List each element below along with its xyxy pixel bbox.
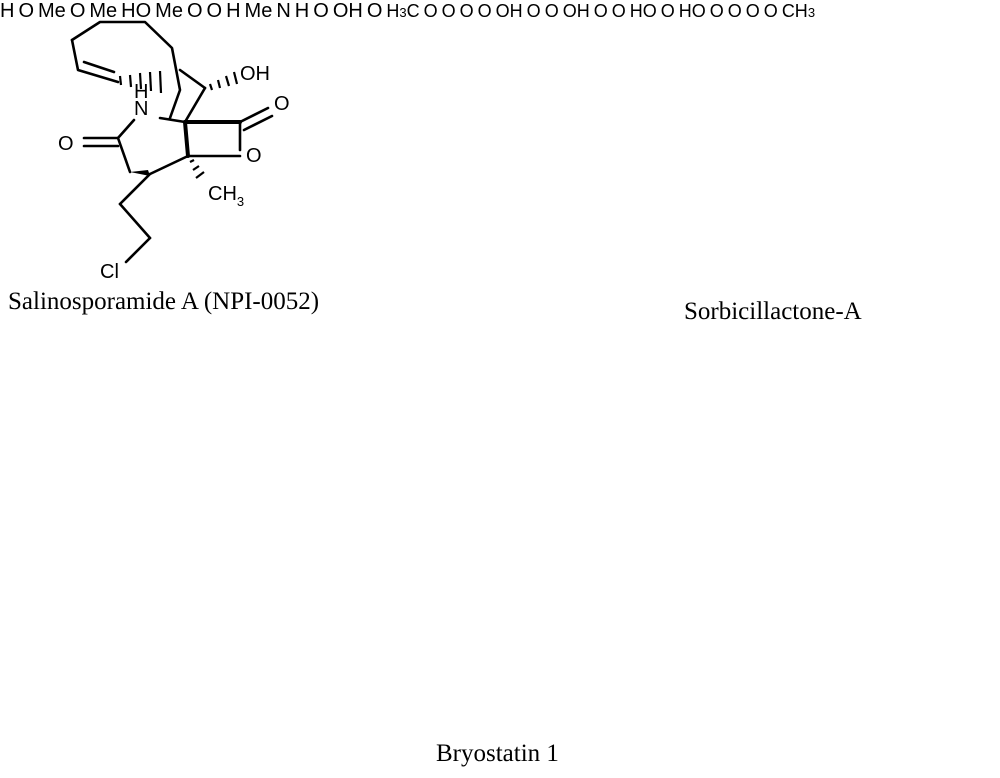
- ch3-label: CH3: [208, 183, 244, 209]
- ho-label: HO: [121, 0, 152, 22]
- o-top-label: O: [18, 0, 35, 22]
- oh-top-label: OH: [495, 1, 523, 21]
- o-ester2-label: O: [611, 1, 626, 21]
- hashed-methyl-bond: [189, 159, 205, 179]
- o-ester3-label: O: [709, 1, 724, 21]
- o-ring1-label: O: [459, 1, 474, 21]
- ho-bottom-label: HO: [629, 1, 657, 21]
- o-lactone-label: O: [246, 145, 262, 167]
- ho-left-label: HO: [678, 1, 706, 21]
- o-ac2-label: O: [544, 1, 559, 21]
- me-ring-label: Me: [89, 0, 118, 22]
- o-acid-label: O: [366, 0, 383, 22]
- n-label: N: [276, 0, 291, 22]
- caption-salinosporamide-a: Salinosporamide A (NPI-0052): [8, 288, 320, 315]
- o1-label: O: [423, 1, 438, 21]
- n-label: N: [134, 98, 148, 120]
- me-chain-label: Me: [38, 0, 66, 22]
- o-me-label: O: [745, 1, 760, 21]
- o-ring2-label: O: [477, 1, 492, 21]
- cl-label: Cl: [100, 261, 119, 283]
- h3c-label: H3C: [386, 1, 420, 21]
- bryostatin-1-structure: H3C O O O O OH O O OH: [386, 1, 816, 21]
- caption-bryostatin-1: Bryostatin 1: [436, 740, 559, 767]
- nh-h-label: H: [294, 0, 310, 22]
- o-ketone-label: O: [69, 0, 86, 22]
- hashed-bond: [118, 70, 163, 94]
- h-top-label: H: [0, 0, 15, 22]
- ch3-label: CH3: [781, 1, 816, 21]
- oh-acid-label: OH: [332, 0, 363, 22]
- o-amide-label: O: [313, 0, 329, 22]
- oh-label: OH: [240, 63, 270, 85]
- o-ketone-label: O: [58, 133, 74, 155]
- sorbicillactone-a-structure: H O Me O Me HO Me O: [0, 0, 386, 22]
- h-ring-label: H: [226, 0, 241, 22]
- o-ring3-label: O: [660, 1, 675, 21]
- o-ester-label: O: [593, 1, 608, 21]
- o-me2-label: O: [763, 1, 778, 21]
- nh-h-label: H: [134, 81, 148, 103]
- salinosporamide-a-structure: OH N H O O O CH3 Cl: [58, 20, 290, 283]
- caption-sorbicillactone-a: Sorbicillactone-A: [684, 298, 862, 325]
- o-ac-label: O: [526, 1, 541, 21]
- hashed-oh-bond: [208, 71, 239, 91]
- o-lactone-label: O: [206, 0, 223, 22]
- oh-mid-label: OH: [562, 1, 590, 21]
- o-ring-label: O: [186, 0, 203, 22]
- me-c3-label: Me: [244, 0, 273, 22]
- o-oct-label: O: [727, 1, 742, 21]
- o2-label: O: [441, 1, 456, 21]
- me-c7a-label: Me: [155, 0, 183, 22]
- o-carbonyl-label: O: [274, 93, 290, 115]
